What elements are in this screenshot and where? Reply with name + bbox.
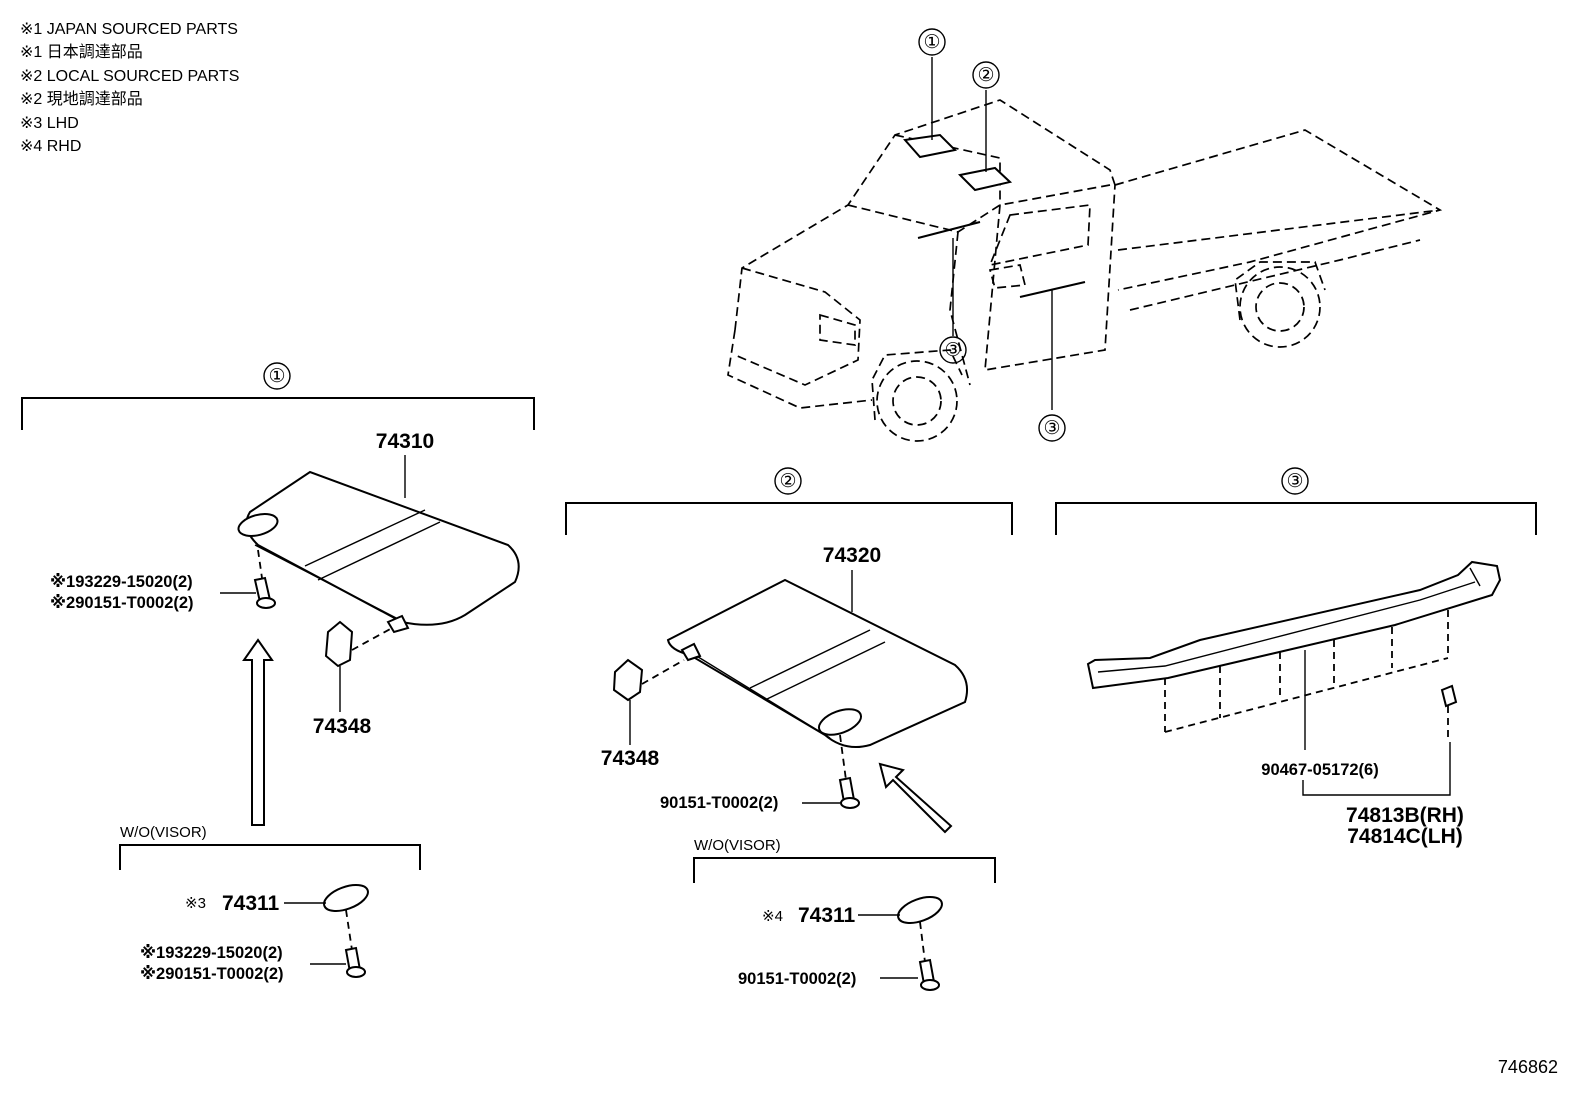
truck-callout-2-circle [972, 61, 1000, 89]
legend-line-japan-sourced: ※1 JAPAN SOURCED PARTS [20, 21, 238, 38]
cover-74311-group2-label: 74311 [798, 904, 856, 927]
holder-74348-group1 [324, 620, 354, 668]
screw-group2-label: 90151-T0002(2) [660, 794, 778, 812]
truck-callout-3b-circle [1038, 414, 1066, 442]
cover-74311-group1-prefix: ※3 [185, 895, 206, 912]
legend-line-local-sourced-jp: ※2 現地調達部品 [20, 91, 143, 109]
group-3-callout: ③ [1286, 471, 1303, 492]
cover-74311-group2-prefix: ※4 [762, 908, 783, 925]
legend-line-rhd: ※4 RHD [20, 138, 82, 156]
truck-callout-3a-circle [939, 336, 967, 364]
group-2-callout-circle [774, 467, 802, 495]
part-74320-label: 74320 [823, 544, 881, 567]
group-3-callout-circle [1281, 467, 1309, 495]
visor-74310-hinge [237, 513, 279, 537]
group-2: ② 74320 74348 90151-T0002(2) W/O(VISOR) … [565, 467, 1013, 991]
truck-illustration [727, 57, 1443, 442]
group-1-callout: ① [268, 366, 285, 387]
legend-line-japan-sourced-jp: ※1 日本調達部品 [20, 44, 143, 62]
holder-74348-group2-label: 74348 [601, 747, 660, 770]
truck-callout-1-circle [918, 28, 946, 56]
assist-grip [1086, 560, 1502, 690]
cover-screw-group1-label-a: ※193229-15020(2) [140, 944, 283, 962]
group-1-wo-visor-label: W/O(VISOR) [120, 824, 207, 841]
group-3: ③ 90467-05172(6) 74813B(RH) 74814C(LH) [1055, 467, 1537, 848]
arrow-diagonal-icon [878, 762, 953, 834]
group-1-wo-bracket [119, 844, 421, 870]
clip-90467-label: 90467-05172(6) [1261, 761, 1378, 779]
group-2-bracket [565, 502, 1013, 535]
visor-74320-hinge [817, 708, 863, 736]
visor-74310 [245, 470, 520, 626]
part-74310-label: 74310 [376, 430, 434, 453]
legend-line-lhd: ※3 LHD [20, 114, 79, 132]
grip-lh-label: 74814C(LH) [1347, 825, 1463, 848]
holder-74348-group1-label: 74348 [313, 715, 372, 738]
cover-screw-group1-label-b: ※290151-T0002(2) [140, 965, 284, 983]
cover-74311-group1-label: 74311 [222, 892, 280, 915]
screw-group1-label-a: ※193229-15020(2) [50, 573, 193, 591]
truck-visor-right [957, 166, 1013, 192]
truck-grip-pillar [917, 221, 981, 239]
group-2-wo-visor-label: W/O(VISOR) [694, 837, 781, 854]
legend: ※1 JAPAN SOURCED PARTS ※1 日本調達部品 ※2 LOCA… [20, 18, 239, 158]
grip-rh-label: 74813B(RH) [1346, 804, 1464, 827]
truck-callout-3b: ③ [1043, 418, 1060, 439]
figure-number: 746862 [1498, 1057, 1558, 1077]
grip-clips [1164, 610, 1449, 733]
truck-visor-left [903, 133, 958, 159]
group-3-bracket [1055, 502, 1537, 535]
truck-grip-door [1019, 281, 1086, 298]
group-2-wo-bracket [693, 857, 996, 883]
group-2-callout: ② [779, 471, 796, 492]
group-1-callout-circle [263, 362, 291, 390]
truck-callout-2: ② [977, 65, 994, 86]
group-1-bracket [21, 397, 535, 430]
cover-74311-group2 [897, 896, 943, 924]
truck-callout-3a: ③ [944, 340, 961, 361]
arrow-up-icon [242, 638, 274, 826]
clip-90467 [1440, 684, 1458, 708]
legend-line-local-sourced: ※2 LOCAL SOURCED PARTS [20, 67, 240, 85]
cover-74311-group1 [323, 884, 369, 912]
group-1: ① 74310 ※193229-15020(2) ※290151-T0002(2… [21, 362, 535, 983]
cover-screw-group2-label: 90151-T0002(2) [738, 970, 856, 988]
truck-callout-1: ① [923, 32, 940, 53]
holder-74348-group2 [612, 658, 644, 702]
visor-74320 [666, 578, 968, 748]
screw-group1-label-b: ※290151-T0002(2) [50, 594, 194, 612]
